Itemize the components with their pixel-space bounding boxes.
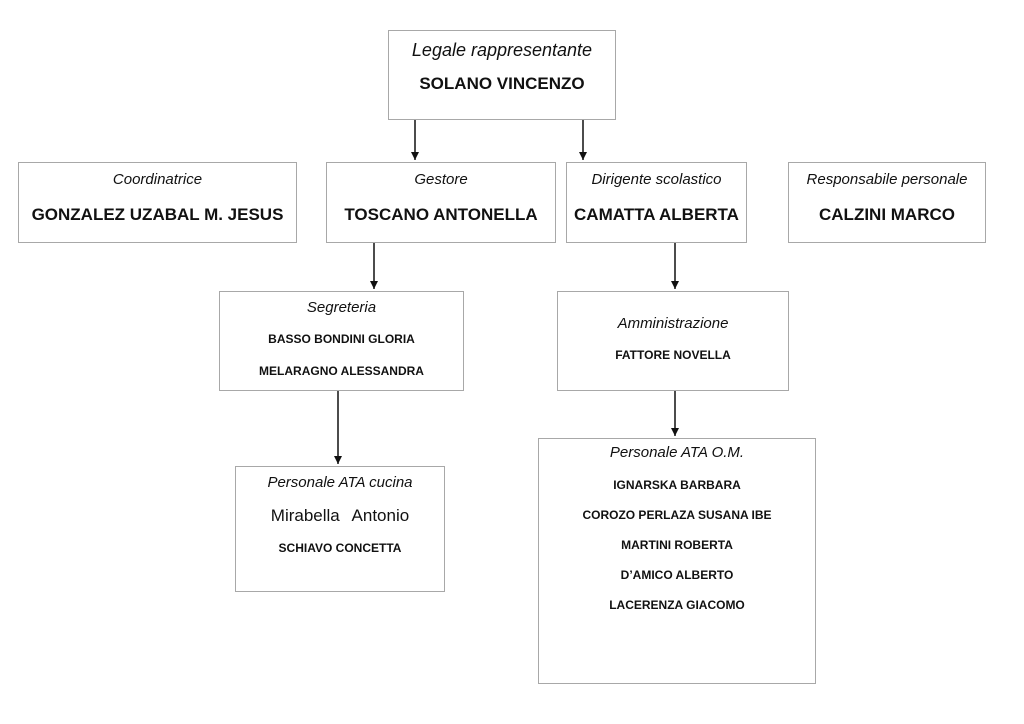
person-name: MELARAGNO ALESSANDRA [259, 364, 424, 378]
person-name: Mirabella Antonio [270, 506, 410, 525]
role-label: Segreteria [306, 299, 377, 316]
person-name: LACERENZA GIACOMO [609, 598, 745, 612]
role-label: Legale rappresentante [411, 40, 593, 60]
box-personale-ata-om: Personale ATA O.M. IGNARSKA BARBARA CORO… [538, 438, 816, 684]
person-name: CAMATTA ALBERTA [574, 205, 739, 224]
box-gestore: Gestore TOSCANO ANTONELLA [326, 162, 556, 243]
person-name: SOLANO VINCENZO [419, 74, 585, 93]
role-label: Personale ATA O.M. [609, 444, 745, 461]
person-name: TOSCANO ANTONELLA [344, 205, 538, 224]
role-label: Gestore [414, 171, 468, 188]
role-label: Responsabile personale [806, 171, 968, 188]
person-name: FATTORE NOVELLA [615, 348, 731, 362]
person-name: IGNARSKA BARBARA [613, 478, 741, 492]
role-label: Amministrazione [617, 315, 729, 332]
role-label: Dirigente scolastico [591, 171, 722, 188]
box-dirigente-scolastico: Dirigente scolastico CAMATTA ALBERTA [566, 162, 747, 243]
person-name: SCHIAVO CONCETTA [278, 541, 402, 555]
role-label: Personale ATA cucina [267, 474, 413, 491]
box-legale-rappresentante: Legale rappresentante SOLANO VINCENZO [388, 30, 616, 120]
person-name: BASSO BONDINI GLORIA [268, 332, 415, 346]
box-coordinatrice: Coordinatrice GONZALEZ UZABAL M. JESUS [18, 162, 297, 243]
person-name: D’AMICO ALBERTO [620, 568, 734, 582]
person-name: MARTINI ROBERTA [621, 538, 733, 552]
person-name: GONZALEZ UZABAL M. JESUS [31, 205, 284, 224]
box-personale-ata-cucina: Personale ATA cucina Mirabella Antonio S… [235, 466, 445, 592]
person-name: CALZINI MARCO [819, 205, 955, 224]
box-segreteria: Segreteria BASSO BONDINI GLORIA MELARAGN… [219, 291, 464, 391]
box-amministrazione: Amministrazione FATTORE NOVELLA [557, 291, 789, 391]
person-name: COROZO PERLAZA SUSANA IBE [582, 508, 772, 522]
box-responsabile-personale: Responsabile personale CALZINI MARCO [788, 162, 986, 243]
role-label: Coordinatrice [112, 171, 203, 188]
